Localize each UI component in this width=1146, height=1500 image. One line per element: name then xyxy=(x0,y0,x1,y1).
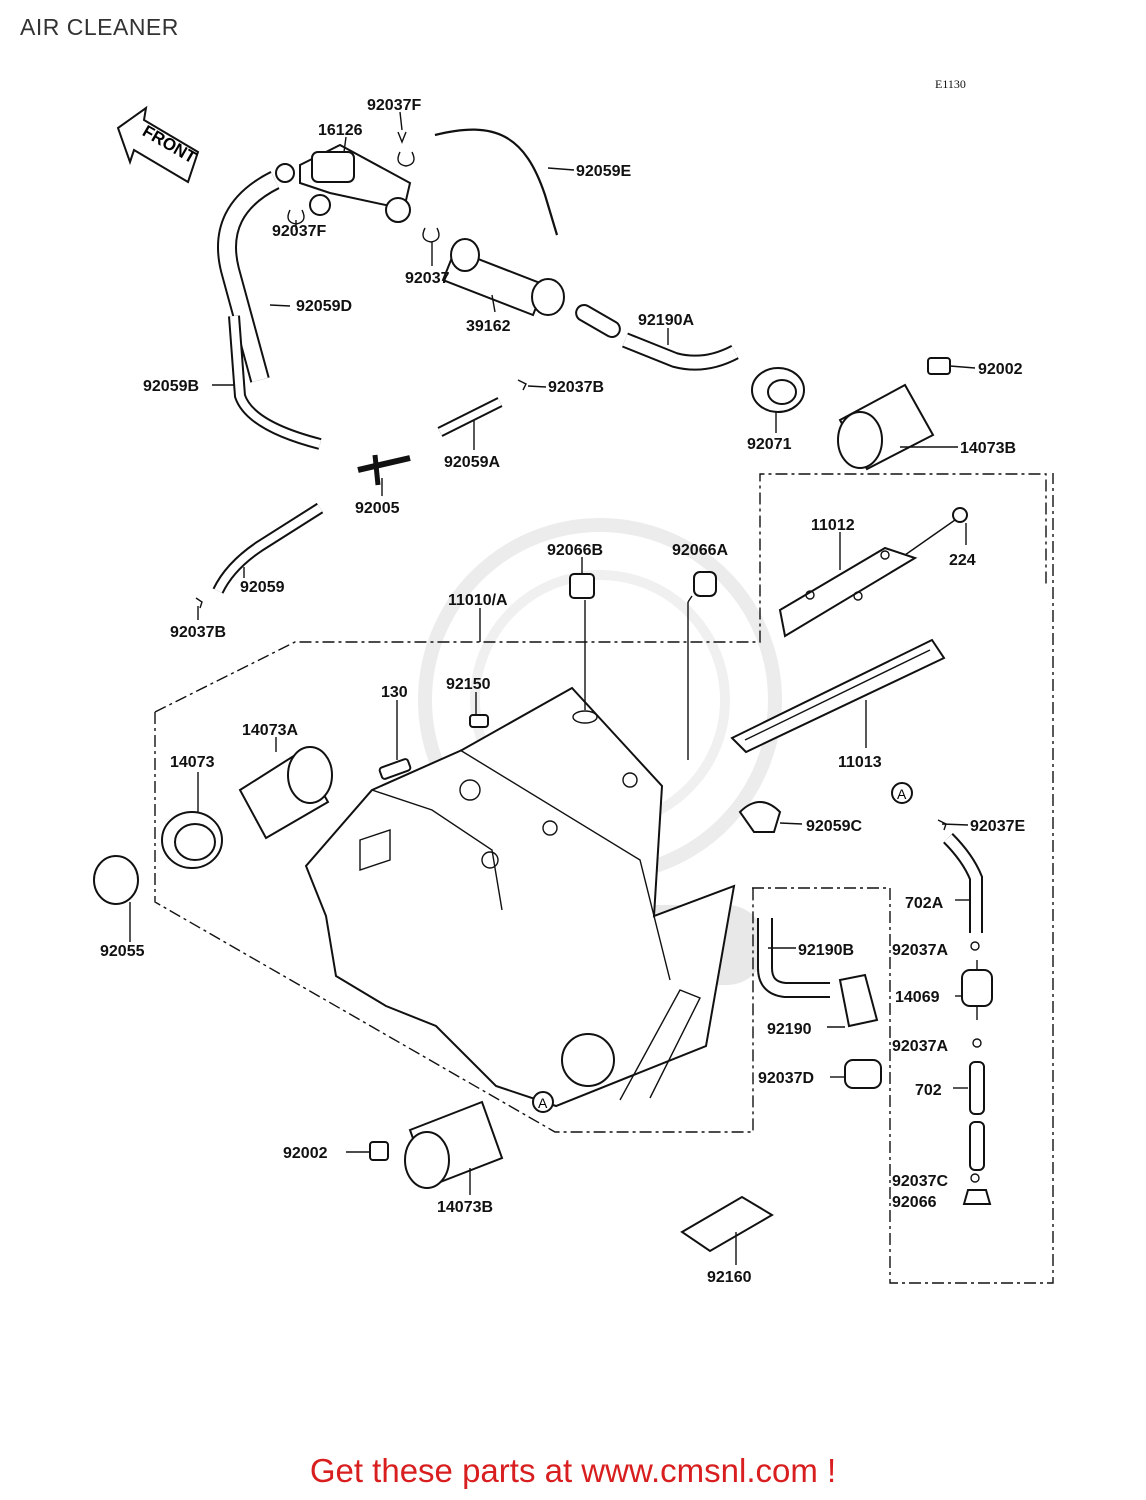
footer-link[interactable]: Get these parts at www.cmsnl.com ! xyxy=(309,1452,837,1489)
assembly-outline-right xyxy=(752,473,1054,1284)
front-arrow-icon: FRONT xyxy=(116,105,200,184)
svg-text:A: A xyxy=(897,786,907,802)
label-92071: 92071 xyxy=(747,436,792,453)
label-92037A-1: 92037A xyxy=(892,942,948,959)
cylinder-14073B-bottom-icon xyxy=(404,1100,504,1189)
label-92150: 92150 xyxy=(446,676,491,693)
diagram-code: E1130 xyxy=(935,77,966,91)
elbow-92059C-icon xyxy=(738,801,782,833)
bolt-92150-icon xyxy=(469,714,489,728)
label-92059: 92059 xyxy=(240,579,285,596)
label-92037F-top: 92037F xyxy=(367,97,421,114)
label-11010A: 11010/A xyxy=(448,592,508,609)
label-92037: 92037 xyxy=(405,270,450,287)
label-92055: 92055 xyxy=(100,943,145,960)
pipe-92190A-short-icon xyxy=(575,304,621,338)
label-92190: 92190 xyxy=(767,1021,812,1038)
label-92037C: 92037C xyxy=(892,1173,948,1190)
label-92037B-left: 92037B xyxy=(170,624,226,641)
cap-92066-icon xyxy=(962,1189,992,1205)
label-11012: 11012 xyxy=(811,517,855,534)
label-224: 224 xyxy=(949,552,976,569)
hose-92059E-icon xyxy=(434,128,559,236)
label-702: 702 xyxy=(915,1082,942,1099)
label-92059C: 92059C xyxy=(806,818,862,835)
duct-14073A-icon xyxy=(238,746,333,840)
label-92059D: 92059D xyxy=(296,298,352,315)
label-92160: 92160 xyxy=(707,1269,752,1286)
callout-a-top: A xyxy=(891,782,913,804)
label-92005: 92005 xyxy=(355,500,400,517)
valve-16126-icon xyxy=(275,143,412,223)
label-92037B-top: 92037B xyxy=(548,379,604,396)
label-14073B-top: 14073B xyxy=(960,440,1016,457)
elbow-92190-icon xyxy=(838,973,879,1028)
clamp-92037F-top-icon xyxy=(397,131,415,167)
bolt-130-icon xyxy=(378,758,412,780)
element-11013-icon xyxy=(730,638,946,754)
ring-92055-icon xyxy=(93,855,139,905)
label-130: 130 xyxy=(381,684,408,701)
clamp-92037B-left-icon xyxy=(195,597,203,609)
label-11013: 11013 xyxy=(838,754,882,771)
label-92190B: 92190B xyxy=(798,942,854,959)
clamp-92037-icon xyxy=(422,227,440,243)
label-92059B: 92059B xyxy=(143,378,199,395)
part-labels: 92037F 16126 92059E 92037F 92037 92059D … xyxy=(100,97,1025,1286)
label-39162: 39162 xyxy=(466,318,511,335)
bracket-11012-icon xyxy=(778,507,968,638)
assembly-outline-main xyxy=(154,473,1047,1133)
label-92190A: 92190A xyxy=(638,312,694,329)
page-title: AIR CLEANER xyxy=(20,14,179,40)
svg-text:A: A xyxy=(538,1095,548,1111)
label-92037F-left: 92037F xyxy=(272,223,326,240)
callout-a-bottom: A xyxy=(532,1091,554,1113)
label-92066B: 92066B xyxy=(547,542,603,559)
cap-92066A-icon xyxy=(687,571,717,603)
label-14073B-bottom: 14073B xyxy=(437,1199,493,1216)
label-14069: 14069 xyxy=(895,989,940,1006)
joint-92005-icon xyxy=(357,454,411,486)
label-92066A: 92066A xyxy=(672,542,728,559)
fuel-filter-14069-icon xyxy=(961,960,993,1020)
cylinder-14073B-top-icon xyxy=(837,383,935,471)
filter-39162-icon xyxy=(441,238,565,317)
label-92002-bottom: 92002 xyxy=(283,1145,328,1162)
label-92059E: 92059E xyxy=(576,163,631,180)
label-14073: 14073 xyxy=(170,754,215,771)
cap-92066B-icon xyxy=(569,573,595,599)
label-92002-top: 92002 xyxy=(978,361,1023,378)
label-92037D: 92037D xyxy=(758,1070,814,1087)
bolt-92002-top-icon xyxy=(927,357,976,375)
label-14073A: 14073A xyxy=(242,722,298,739)
small-clamps-icon xyxy=(937,819,982,1183)
label-92037E: 92037E xyxy=(970,818,1025,835)
housing-11010A-icon xyxy=(304,686,736,1108)
clamp-92037D-icon xyxy=(844,1059,882,1089)
label-92059A: 92059A xyxy=(444,454,500,471)
clamp-92037B-top-icon xyxy=(517,379,527,391)
bolt-92002-bottom-icon xyxy=(369,1141,389,1161)
tube-702-icon xyxy=(969,1061,985,1171)
pad-92160-icon xyxy=(680,1195,774,1253)
label-702A: 702A xyxy=(905,895,944,912)
duct-14073-icon xyxy=(161,811,223,869)
leader-lines xyxy=(129,111,970,1265)
label-92066: 92066 xyxy=(892,1194,937,1211)
label-92037A-2: 92037A xyxy=(892,1038,948,1055)
grommet-92071-icon xyxy=(751,367,805,413)
label-16126: 16126 xyxy=(318,122,363,139)
